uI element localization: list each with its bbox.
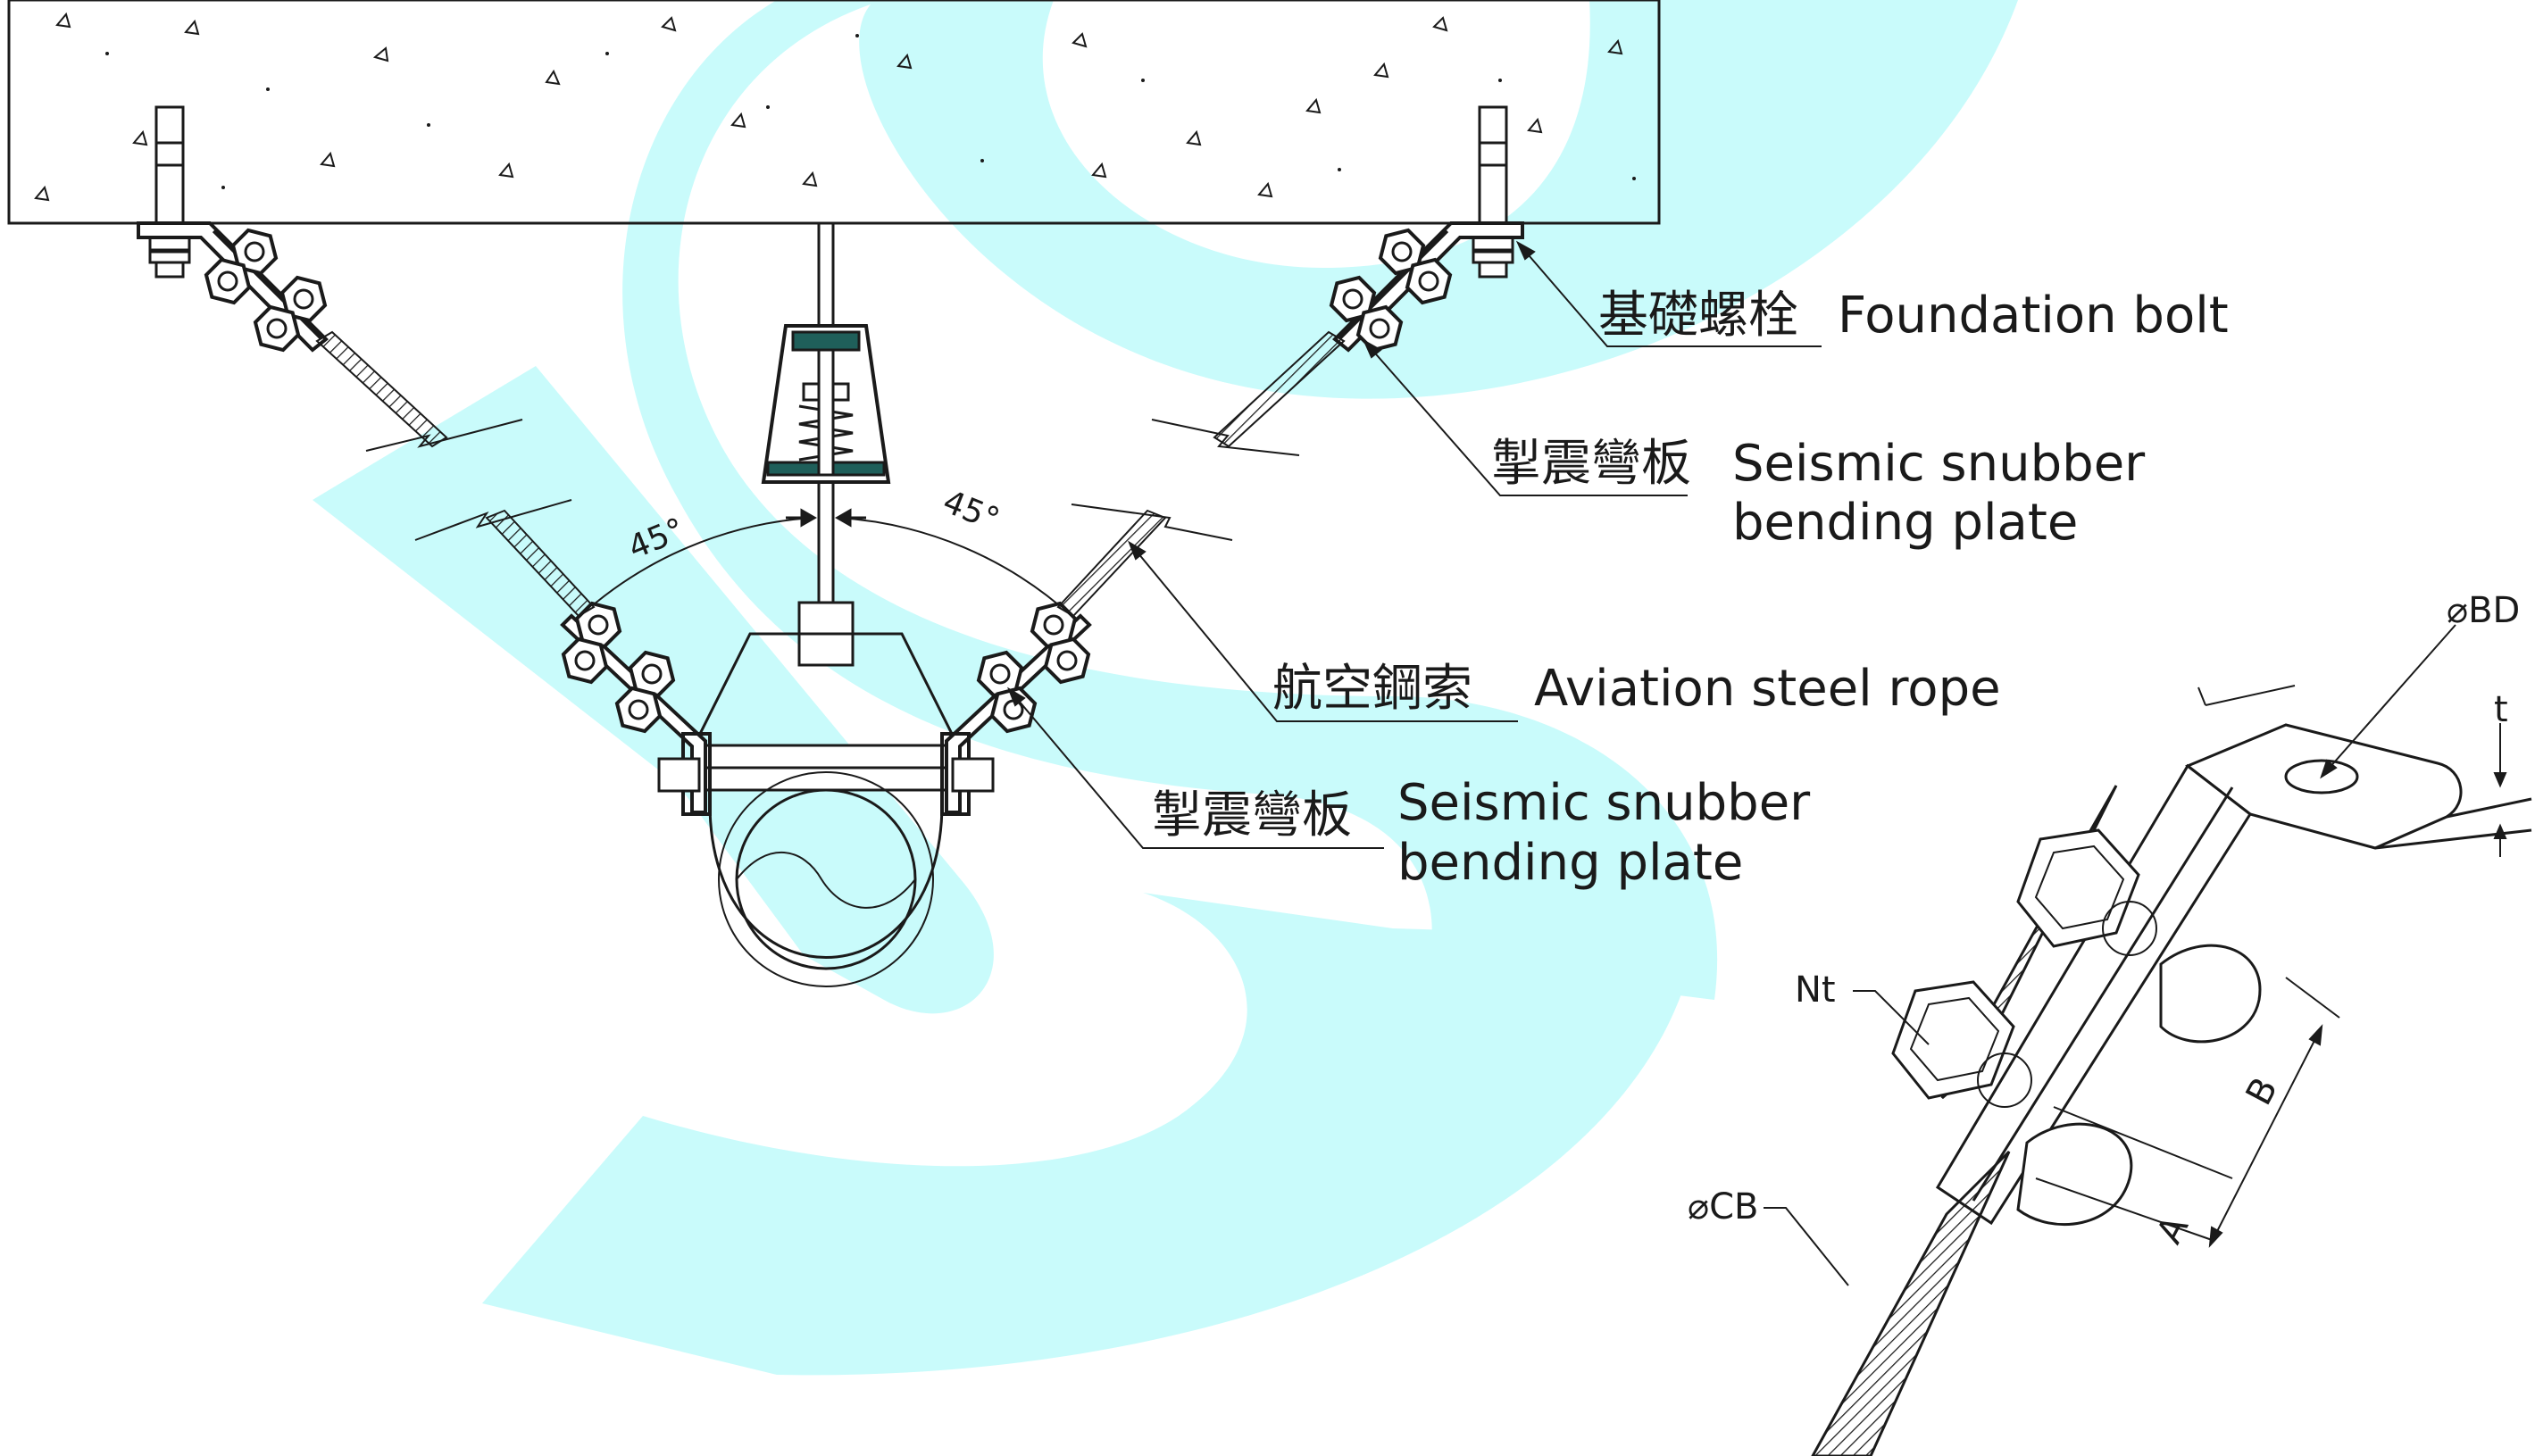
detail-label-b: B	[2239, 1071, 2287, 1112]
left-lower-cable	[414, 499, 596, 618]
right-upper-cable	[1151, 330, 1346, 456]
foundation-bolt-en: Foundation bolt	[1838, 287, 2229, 345]
right-lower-snubber-plate	[940, 595, 1097, 816]
right-foundation-bolt	[1472, 105, 1514, 279]
snubber-mid-zh: 掣震彎板	[1152, 786, 1352, 844]
angle-label-right: 45°	[938, 484, 1005, 539]
detail-label-bd: ⌀BD	[2447, 590, 2520, 631]
callout-leaders	[1007, 240, 1822, 849]
snubber-top-en-line1: Seismic snubber	[1732, 435, 2146, 493]
snubber-top-zh: 掣震彎板	[1491, 435, 1691, 493]
detail-view	[1811, 723, 2532, 1456]
right-upper-snubber-plate	[1323, 222, 1524, 358]
right-lower-cable	[1056, 503, 1233, 618]
angle-arcs	[580, 517, 1072, 617]
left-foundation-bolt	[148, 105, 191, 279]
snubber-mid-en-line1: Seismic snubber	[1397, 774, 1811, 832]
foundation-bolt-zh: 基礎螺栓	[1598, 287, 1798, 345]
pipe	[718, 771, 934, 987]
left-upper-cable	[315, 330, 523, 452]
hanger-rod	[817, 221, 835, 604]
spring-isolator	[761, 324, 891, 484]
detail-label-t: t	[2494, 689, 2508, 730]
left-upper-snubber-plate	[137, 222, 333, 358]
detail-label-nt: Nt	[1795, 969, 1836, 1011]
snubber-mid-en-line2: bending plate	[1397, 834, 1743, 892]
concrete-slab	[7, 0, 1661, 225]
steel-rope-zh: 航空鋼索	[1272, 660, 1472, 718]
snubber-top-en-line2: bending plate	[1732, 494, 2078, 552]
detail-label-a: A	[2149, 1209, 2197, 1250]
detail-label-cb: ⌀CB	[1688, 1186, 1758, 1227]
steel-rope-en: Aviation steel rope	[1534, 660, 2001, 718]
left-lower-snubber-plate	[555, 595, 712, 816]
detail-dimensions	[1764, 624, 2507, 1286]
